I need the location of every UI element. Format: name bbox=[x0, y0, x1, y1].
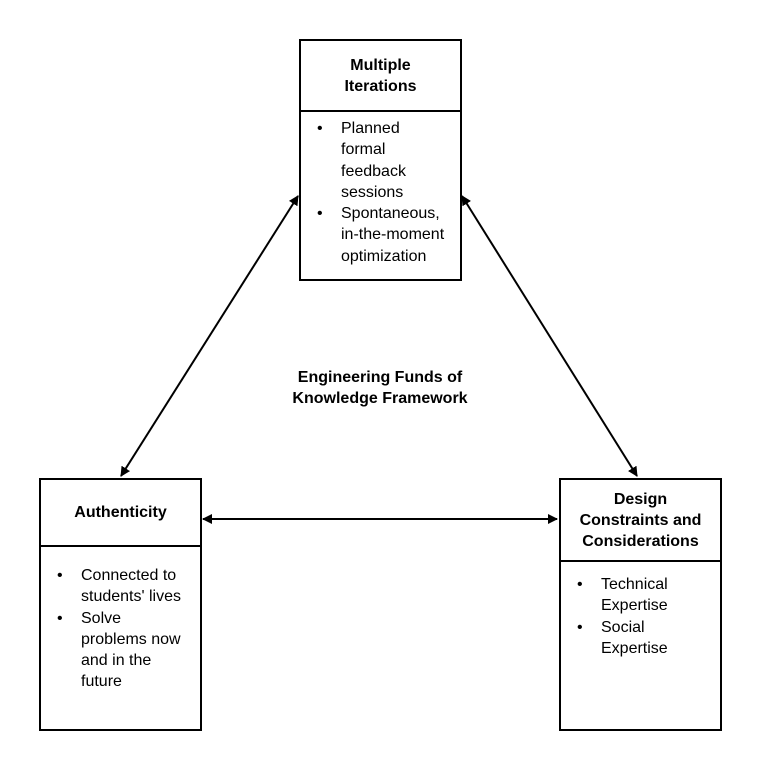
node-title: Authenticity bbox=[41, 480, 200, 547]
bullet-line: feedback bbox=[341, 162, 406, 180]
bullet-line: Technical bbox=[601, 576, 668, 593]
framework-title-line: Knowledge Framework bbox=[292, 390, 468, 407]
bullet-line: future bbox=[81, 673, 122, 691]
bullet-line: problems now bbox=[81, 630, 181, 648]
node-title-line: Authenticity bbox=[74, 504, 167, 521]
bullet-line: sessions bbox=[341, 183, 404, 201]
bullet-line: Planned bbox=[341, 120, 400, 137]
bullet-item: Connected to students' lives bbox=[41, 565, 200, 608]
bullet-item: Social Expertise bbox=[561, 617, 720, 660]
arrow-iterations-design bbox=[461, 195, 638, 477]
bullet-line: Connected to bbox=[81, 567, 177, 584]
bullet-line: Expertise bbox=[601, 639, 668, 657]
node-bullet-list: Technical Expertise Social Expertise bbox=[561, 562, 720, 659]
node-title-line: Constraints and bbox=[579, 511, 702, 529]
bullet-line: students' lives bbox=[81, 588, 181, 606]
bullet-line: optimization bbox=[341, 247, 427, 265]
node-title-line: Multiple bbox=[350, 56, 411, 74]
node-title-line: Considerations bbox=[582, 532, 699, 550]
node-design-constraints: Design Constraints and Considerations Te… bbox=[559, 478, 722, 731]
node-multiple-iterations: Multiple Iterations Planned formal feedb… bbox=[299, 39, 462, 281]
bullet-line: Social bbox=[601, 618, 645, 636]
bullet-item: Spontaneous, in-the-moment optimization bbox=[301, 203, 460, 267]
node-title-line: Iterations bbox=[344, 77, 417, 95]
node-title: Design Constraints and Considerations bbox=[561, 480, 720, 562]
framework-title-line: Engineering Funds of bbox=[297, 369, 463, 386]
node-bullet-list: Connected to students' lives Solve probl… bbox=[41, 547, 200, 693]
bullet-line: formal bbox=[341, 141, 386, 159]
bullet-line: Spontaneous, bbox=[341, 205, 440, 223]
arrow-iterations-authenticity bbox=[120, 195, 299, 477]
node-authenticity: Authenticity Connected to students' live… bbox=[39, 478, 202, 731]
node-title-line: Design bbox=[613, 490, 668, 508]
bullet-line: and in the bbox=[81, 652, 152, 670]
bullet-item: Solve problems now and in the future bbox=[41, 608, 200, 693]
bullet-line: Solve bbox=[81, 609, 122, 627]
bullet-line: Expertise bbox=[601, 597, 668, 615]
bullet-item: Planned formal feedback sessions bbox=[301, 118, 460, 203]
framework-title: Engineering Funds of Knowledge Framework bbox=[230, 367, 530, 409]
node-bullet-list: Planned formal feedback sessions Spontan… bbox=[301, 112, 460, 267]
bullet-item: Technical Expertise bbox=[561, 574, 720, 617]
node-title: Multiple Iterations bbox=[301, 41, 460, 112]
bullet-line: in-the-moment bbox=[341, 226, 445, 244]
